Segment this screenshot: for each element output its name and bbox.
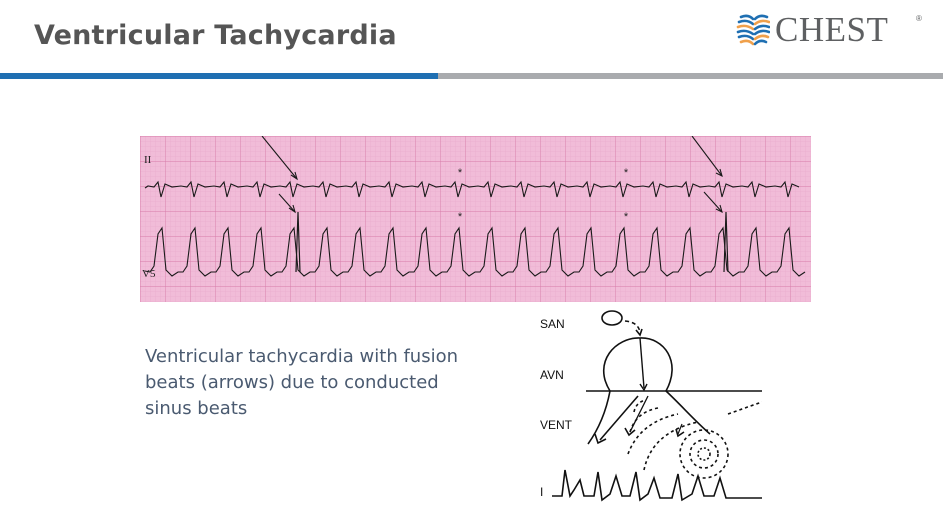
asterisk-v5-2: * [624, 211, 629, 223]
slide-title: Ventricular Tachycardia [34, 20, 397, 51]
arrow-icon [288, 204, 296, 214]
ecg-strip-image: II V5 * * * * [140, 136, 811, 302]
lead-label-v5: V5 [142, 268, 156, 280]
logo-text: CHEST [775, 10, 889, 49]
asterisk-ii-1: * [458, 167, 463, 179]
ecg-trace-lead-v5 [144, 226, 806, 277]
label-avn: AVN [540, 368, 564, 382]
fusion-beat-spike [723, 211, 729, 273]
label-vent: VENT [540, 418, 573, 432]
arrow-icon [599, 395, 639, 441]
arrow-icon [261, 136, 298, 180]
ectopic-focus-icon [697, 447, 711, 461]
title-underline-gray [438, 73, 943, 79]
registered-mark: ® [916, 14, 922, 23]
arrow-icon [715, 204, 723, 214]
lead-i-trace [552, 469, 762, 502]
fusion-beat-arrows [261, 136, 723, 214]
arrow-icon [639, 337, 645, 389]
asterisk-ii-2: * [624, 167, 629, 179]
sa-node-icon [601, 310, 623, 326]
arrow-icon [703, 191, 723, 213]
title-underline-blue [0, 73, 438, 79]
arrow-icon [624, 320, 641, 333]
fusion-beat-diagram: SAN AVN VENT I [532, 304, 762, 518]
caption-line: Ventricular tachycardia with fusion [145, 346, 459, 367]
asterisk-v5-1: * [458, 211, 463, 223]
caption-line: sinus beats [145, 398, 248, 419]
left-branch [587, 390, 611, 445]
lead-label-ii: II [144, 154, 152, 166]
slide-caption: Ventricular tachycardia with fusion beat… [145, 344, 505, 422]
label-san: SAN [540, 317, 565, 331]
arrow-icon [278, 193, 296, 213]
fusion-beat-spike [295, 211, 301, 273]
arrow-icon [290, 171, 298, 181]
arrow-icon [715, 168, 723, 178]
caption-line: beats (arrows) due to conducted [145, 372, 439, 393]
label-lead-i: I [540, 485, 543, 499]
striped-lungs-logo-icon [736, 14, 770, 46]
arrow-icon [594, 433, 607, 445]
arrow-icon [635, 328, 643, 337]
ecg-trace-lead-ii [144, 180, 800, 198]
arrow-icon [691, 136, 723, 177]
